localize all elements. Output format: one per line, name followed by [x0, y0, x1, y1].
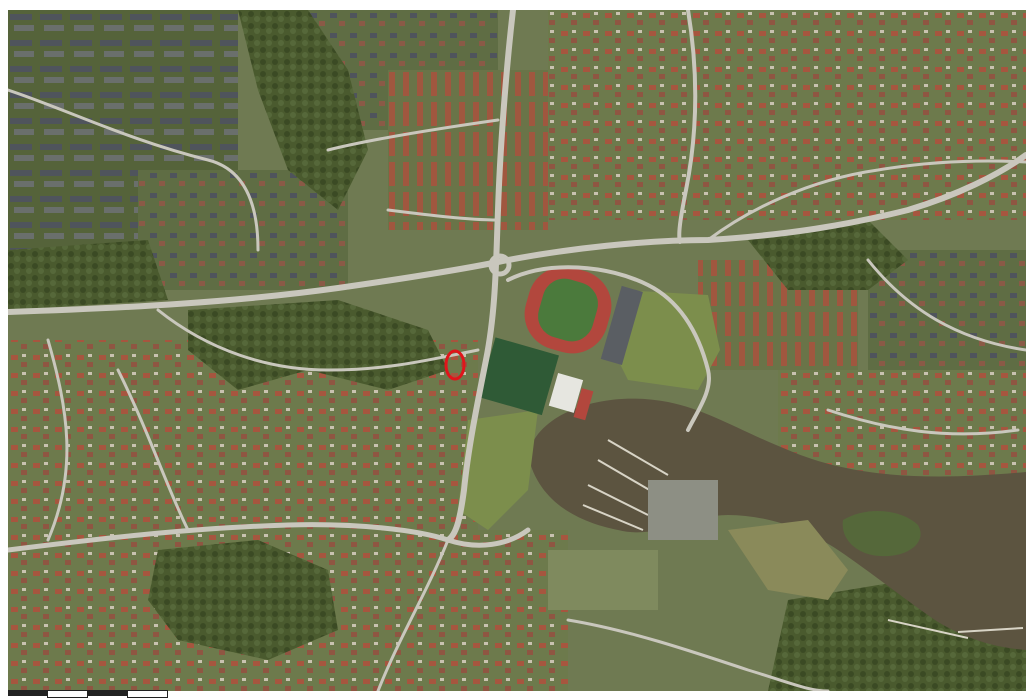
sports-hall-roof [548, 372, 584, 413]
road-northwest-local [8, 88, 260, 252]
forest-east [748, 220, 908, 290]
football-pitch[interactable] [478, 337, 600, 427]
road-southeast [566, 618, 830, 691]
road-east-local [826, 258, 1026, 436]
terraced-houses-north [388, 70, 548, 230]
main-road-east-west [8, 152, 1026, 315]
marina-harbour-area [648, 480, 718, 540]
tennis-courts [573, 388, 594, 421]
scale-bar-segment [8, 690, 47, 696]
stadium-pitch [538, 278, 598, 342]
scale-bar [8, 690, 168, 698]
road-west-hill [156, 308, 480, 372]
location-marker-ellipse[interactable] [444, 349, 466, 381]
scale-bar-segment [47, 690, 88, 698]
main-road-north-south [445, 10, 516, 543]
lake-water [528, 398, 1026, 650]
villas-northeast [548, 10, 1026, 220]
residential-areas [8, 10, 1026, 691]
road-east-loop [706, 159, 1026, 242]
road-stadium-access [506, 265, 711, 432]
road-southwest [8, 522, 531, 553]
green-areas [458, 290, 848, 610]
road-northeast-branch [677, 10, 698, 244]
athletics-stadium[interactable] [516, 258, 644, 369]
forest-south-hill [148, 540, 338, 660]
artificial-turf [478, 337, 559, 416]
aerial-map[interactable] [8, 10, 1026, 691]
lake-island [842, 510, 921, 557]
scale-bar-segment [127, 690, 168, 698]
road-network [8, 10, 1026, 691]
aerial-photo[interactable] [8, 10, 1026, 691]
roundabout [488, 253, 512, 277]
park-south-of-pitches [458, 410, 538, 530]
road-south-branch [376, 538, 450, 691]
forest-west-edge [8, 240, 168, 310]
sports-complex[interactable] [478, 258, 644, 427]
reed-field [728, 520, 848, 600]
forest-north-ridge [238, 10, 368, 210]
scale-bar-segment [88, 690, 127, 696]
allotment-gardens [548, 550, 658, 610]
road-north-cluster [326, 118, 500, 222]
road-west-local [46, 338, 190, 542]
grandstand-roof [600, 285, 643, 365]
